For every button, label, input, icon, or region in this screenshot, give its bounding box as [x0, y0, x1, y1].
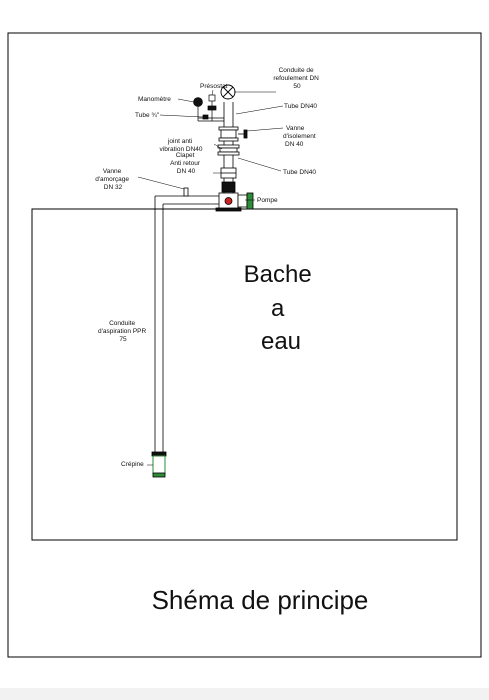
label-tube-dn40-top: Tube DN40 — [284, 103, 317, 110]
priming-valve — [183, 187, 189, 197]
suction-pipe — [154, 195, 219, 452]
check-valve — [220, 167, 237, 179]
leader-lines — [137, 89, 284, 466]
viewer-footer-bar — [0, 688, 489, 700]
water-tank — [31, 208, 458, 541]
page-title: Shéma de principe — [152, 585, 369, 615]
label-vanne-amorcage: Vanne d'amorçage DN 32 — [95, 168, 131, 191]
label-vanne-isolement: Vanne d'isolement DN 40 — [283, 125, 318, 148]
label-conduite-refoulement: Conduite de refoulement DN 50 — [273, 67, 320, 90]
label-tube-34: Tube ¾" — [135, 112, 160, 119]
label-clapet: Clapet Anti retour DN 40 — [170, 152, 202, 175]
strainer — [151, 451, 167, 478]
gauge-branch — [197, 100, 224, 122]
label-joint-anti-vibration: joint anti vibration DN40 — [160, 138, 203, 153]
pump — [215, 181, 254, 212]
label-tube-dn40-mid: Tube DN40 — [283, 169, 316, 176]
manometer-gauge — [193, 97, 203, 107]
tank-label: Bache a eau — [244, 261, 319, 355]
label-pompe: Pompe — [257, 197, 278, 204]
label-crepine: Crépine — [121, 461, 144, 468]
sheet-frame — [7, 32, 482, 658]
pressure-switch — [202, 94, 217, 120]
label-conduite-aspiration: Conduite d'aspiration PPR 75 — [98, 320, 148, 343]
anti-vibration-joint — [217, 144, 240, 156]
isolation-valve — [218, 126, 248, 142]
label-manometre: Manomètre — [138, 96, 171, 103]
label-presostat: Présostat — [200, 83, 228, 90]
